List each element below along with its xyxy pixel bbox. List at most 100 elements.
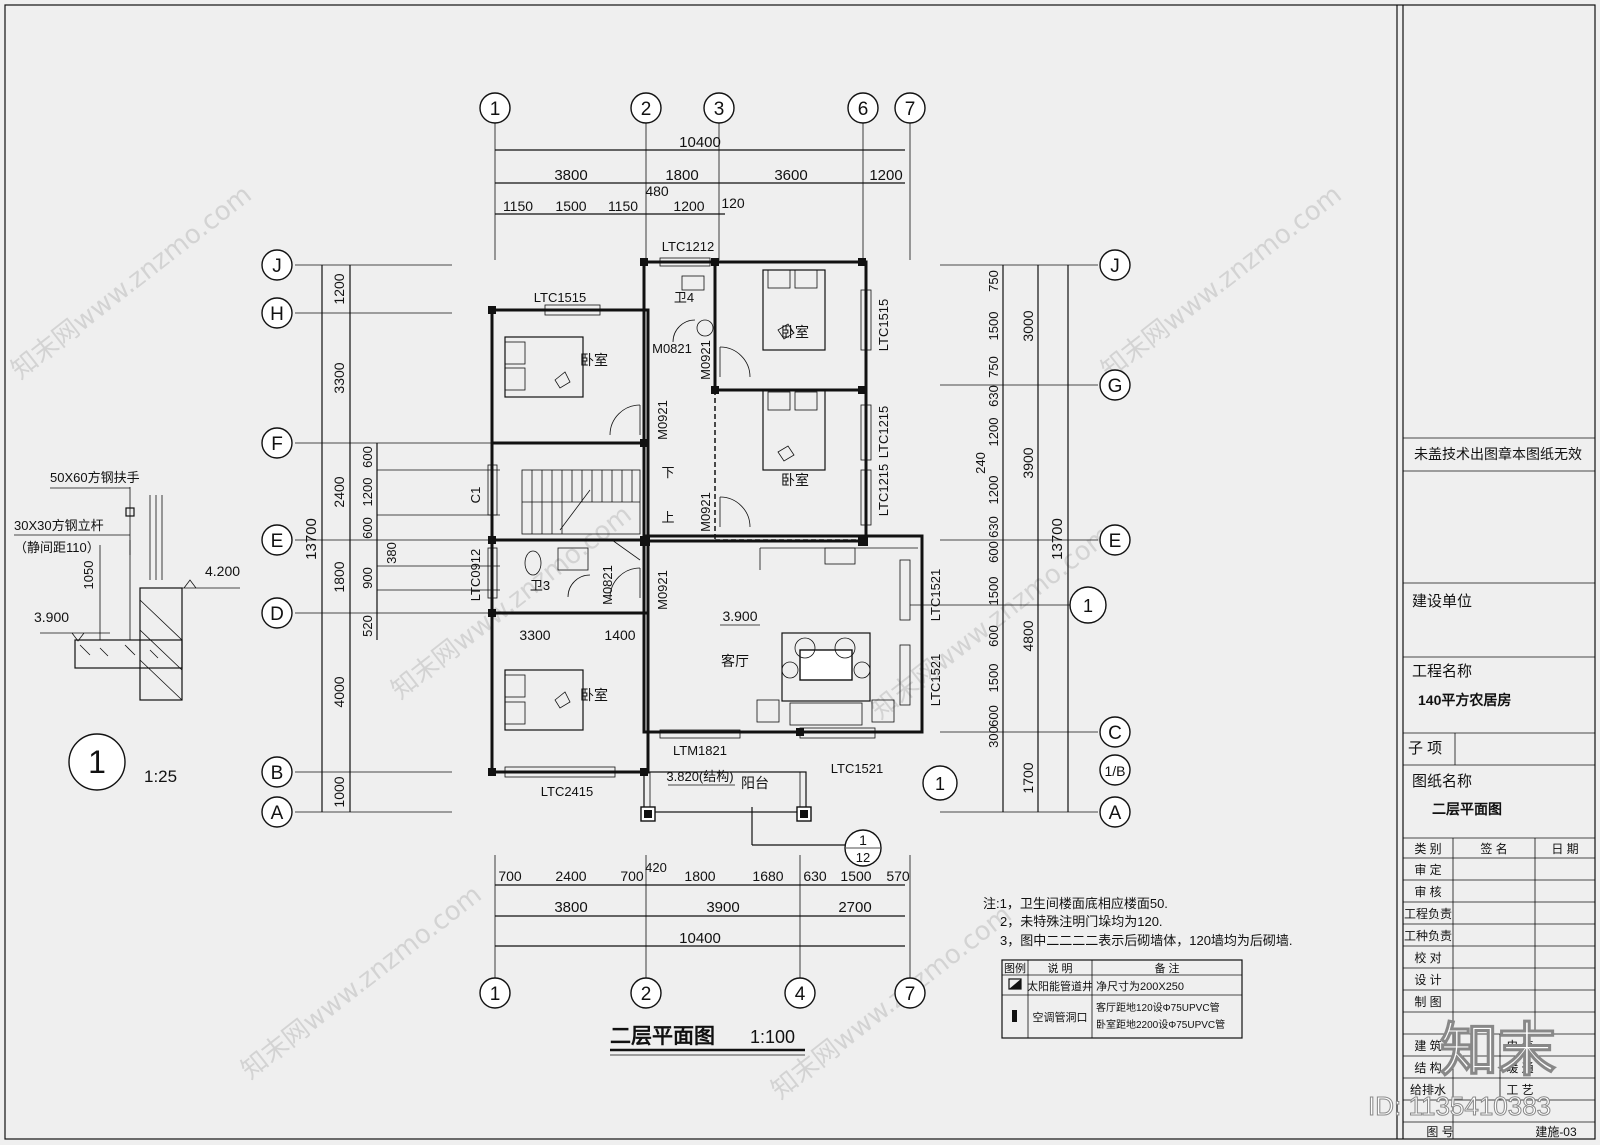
dim-bottom-1: 700 (498, 868, 522, 884)
detail-post-label: 30X30方钢立杆 (14, 518, 104, 533)
detail-scale: 1:25 (144, 767, 177, 786)
watermark-text: 知末网www.znzmo.com (1096, 180, 1348, 386)
dim-bottom-2: 2400 (555, 868, 586, 884)
dim-bottom-7: 630 (803, 868, 827, 884)
dim-right-mid-2: 3900 (1020, 447, 1036, 478)
dim-right-inner-2: 1500 (986, 312, 1001, 341)
dim-right-inner-11: 600 (986, 625, 1001, 647)
dim-right-inner-13: 600 (986, 705, 1001, 727)
dim-bottom-4: 420 (645, 860, 667, 875)
dim-right-inner-10: 1500 (986, 577, 1001, 606)
detail-height-label: 1050 (81, 561, 96, 590)
drawing-number: 建施-03 (1535, 1125, 1577, 1139)
stair-down-label: 下 (661, 465, 674, 480)
door-label: M0921 (655, 570, 670, 610)
sink-icon (557, 547, 589, 571)
dim-right-inner-14: 300 (986, 726, 1001, 748)
axis-top-7: 7 (905, 99, 916, 120)
legend-desc: 空调管洞口 (1033, 1010, 1088, 1024)
door-window-label: LTM1821 (673, 743, 727, 758)
watermark-text: 知末网www.znzmo.com (6, 180, 258, 386)
drawing-scale: 1:100 (750, 1027, 795, 1047)
legend-desc: 太阳能管道井 (1027, 979, 1093, 993)
stair-up-label: 上 (661, 510, 674, 525)
axis-bottom-2: 2 (641, 984, 652, 1005)
sub-item-label: 子 项 (1408, 740, 1442, 757)
dim-bottom-row2-2: 3900 (706, 899, 739, 916)
window-label: LTC2415 (541, 784, 594, 799)
axis-bottom-4: 4 (795, 984, 806, 1005)
owner-label: 建设单位 (1412, 593, 1472, 610)
sofa-set-icon (756, 632, 895, 726)
dim-right-mid-4: 1700 (1020, 762, 1036, 793)
left-axis-bubbles: J H F E D B A (261, 249, 293, 828)
window-label: LTC1521 (928, 654, 943, 707)
door-label: M0921 (655, 400, 670, 440)
toilet-icon (696, 319, 714, 337)
living-wall (642, 534, 924, 734)
balcony-outline (643, 771, 807, 813)
left-dimensions: 13700 1200 3300 2400 1800 4000 1000 600 … (295, 264, 500, 813)
top-axis-bubbles: 1 2 3 6 7 (479, 92, 926, 124)
level-label: 3.820(结构) (666, 769, 733, 784)
toilet-icon (524, 550, 542, 576)
sign-row: 工程负责 (1404, 906, 1452, 921)
level-label: 3.900 (722, 608, 757, 624)
discipline-row: 建 筑 (1414, 1038, 1441, 1053)
detail-mark: 1 (88, 744, 106, 780)
dim-right-inner-5: 1200 (986, 418, 1001, 447)
axis-left-A: A (271, 803, 284, 824)
axis-right-A: A (1109, 803, 1122, 824)
section-mark-2: 1 (935, 774, 945, 794)
note-line: 2，未特殊注明门垛均为120. (1000, 914, 1163, 929)
sign-row: 校 对 (1414, 950, 1441, 965)
legend-header: 备 注 (1154, 961, 1179, 975)
dim-left-1: 1200 (331, 273, 347, 304)
axis-right-1B: 1/B (1104, 763, 1125, 779)
sign-row: 制 图 (1414, 995, 1441, 1009)
north-wing-wall (642, 260, 868, 543)
axis-left-J: J (272, 256, 282, 277)
legend-header: 图例 (1004, 961, 1026, 975)
dim-right-total: 13700 (1049, 518, 1066, 560)
dim-bottom-row2-1: 3800 (554, 899, 587, 916)
stamp-note: 未盖技术出图章本图纸无效 (1414, 446, 1582, 462)
window-label: C1 (468, 487, 483, 504)
discipline-row: 工 艺 (1506, 1083, 1533, 1097)
dim-left-5: 4000 (331, 676, 347, 707)
window-label: LTC1515 (876, 299, 891, 352)
bottom-dimensions: 700 2400 700 420 1800 1680 630 1500 570 … (494, 855, 911, 985)
note-line: 注:1，卫生间楼面底相应楼面50. (983, 896, 1168, 911)
axis-top-2: 2 (641, 99, 652, 120)
window-label: LTC0912 (468, 549, 483, 602)
dim-left-inner-3: 600 (360, 517, 375, 539)
railing-detail: 50X60方钢扶手 30X30方钢立杆 （静间距110） 1050 3.900 … (14, 470, 240, 791)
axis-left-E: E (271, 531, 284, 552)
bottom-axis-bubbles: 1 2 4 7 (479, 977, 926, 1009)
axis-left-F: F (271, 434, 283, 455)
legend-table: 图例 说 明 备 注 太阳能管道井 净尺寸为200X250 空调管洞口 客厅距地… (1001, 959, 1243, 1039)
axis-bottom-1: 1 (490, 984, 501, 1005)
dim-left-3: 2400 (331, 476, 347, 507)
bed-icon (762, 269, 826, 351)
room-label: 卧室 (580, 687, 608, 703)
image-id: ID: 1135410383 (1368, 1091, 1551, 1121)
dim-bottom-6: 1680 (752, 868, 783, 884)
dim-left-inner-5: 520 (360, 615, 375, 637)
dim-right-inner-7: 1200 (986, 476, 1001, 505)
drawing-title-block: 二层平面图 1:100 (610, 1025, 805, 1056)
sign-header: 日 期 (1551, 842, 1578, 856)
room-label: 卫4 (674, 290, 694, 305)
dim-top-total: 10400 (679, 134, 721, 151)
sign-row: 工种负责 (1404, 929, 1452, 943)
axis-left-B: B (271, 763, 284, 784)
detail-level-high: 4.200 (205, 563, 240, 579)
door-label: M0821 (652, 341, 692, 356)
axis-right-J: J (1110, 256, 1120, 277)
detail-handrail-label: 50X60方钢扶手 (50, 470, 140, 485)
room-label: 阳台 (741, 775, 769, 791)
dim-bottom-row2-3: 2700 (838, 899, 871, 916)
window-label: LTC1521 (831, 761, 884, 776)
dim-right-mid-3: 4800 (1020, 620, 1036, 651)
